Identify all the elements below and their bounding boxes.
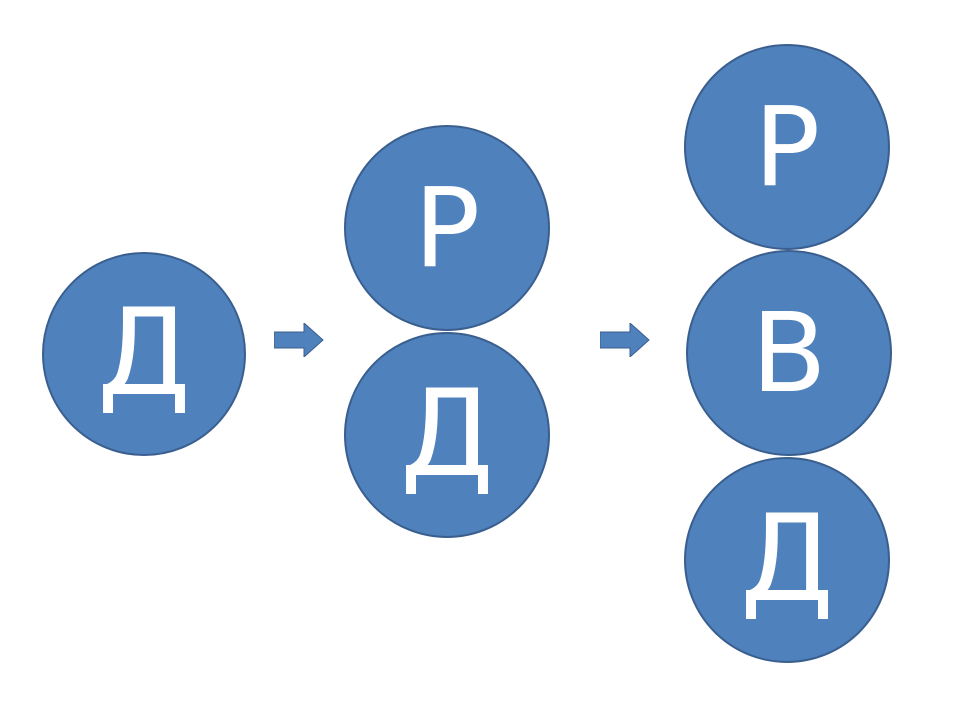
circle-d-stage1: Д (42, 252, 246, 456)
right-arrow-icon (274, 323, 324, 357)
circle-r-stage2: Р (344, 125, 550, 331)
right-arrow-icon (600, 323, 650, 357)
circle-d-stage2: Д (344, 332, 550, 538)
circle-d-stage3: Д (684, 457, 890, 663)
circle-v-stage3: В (686, 250, 892, 456)
circle-r-stage3: Р (684, 44, 890, 250)
